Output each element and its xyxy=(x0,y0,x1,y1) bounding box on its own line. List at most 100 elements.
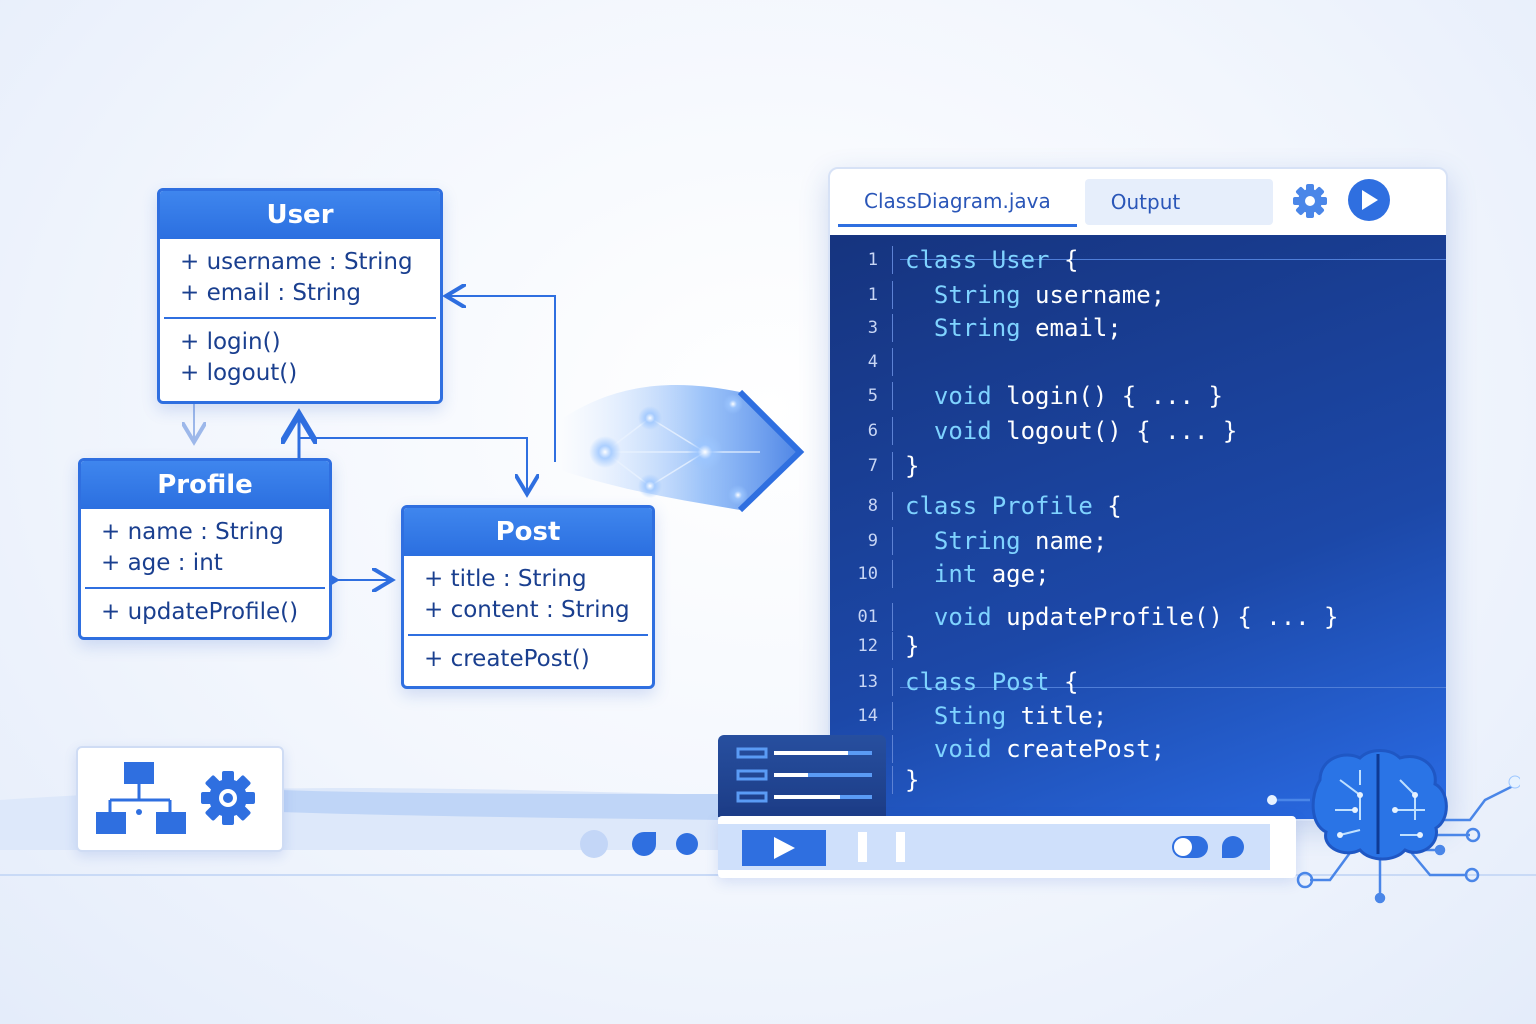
code-text: String email; xyxy=(905,314,1122,342)
run-button[interactable] xyxy=(1348,179,1390,221)
code-text: } xyxy=(905,452,919,480)
line-number: 14 xyxy=(857,706,878,726)
code-text: String name; xyxy=(905,527,1107,555)
code-keyword: void xyxy=(933,382,992,410)
code-rest: age; xyxy=(977,560,1050,588)
gutter-divider xyxy=(892,314,893,342)
line-number: 1 xyxy=(867,285,878,305)
methods-section: + login() + logout() xyxy=(164,317,436,397)
indent xyxy=(905,281,934,309)
code-line[interactable]: 3 String email; xyxy=(830,311,1122,345)
play-icon xyxy=(1362,190,1378,210)
code-line[interactable]: 01 void updateProfile() { ... } xyxy=(830,600,1338,634)
code-keyword: String xyxy=(933,314,1021,342)
code-keyword: class Profile xyxy=(905,492,1093,520)
line-number: 13 xyxy=(857,672,878,692)
code-rest: updateProfile() { ... } xyxy=(991,603,1339,631)
speech-icon[interactable] xyxy=(1222,836,1244,858)
uml-class-post[interactable]: Post + title : String + content : String… xyxy=(401,505,655,689)
method: + login() xyxy=(180,329,281,355)
code-line[interactable]: 13 class Post { xyxy=(830,665,1078,699)
attribute: + title : String xyxy=(424,566,587,592)
code-line[interactable]: } xyxy=(830,763,919,797)
gutter-divider xyxy=(892,246,893,274)
gutter-divider xyxy=(892,281,893,309)
method: + logout() xyxy=(180,360,298,386)
user-to-post-arrow xyxy=(299,437,527,494)
attributes-section: + username : String + email : String xyxy=(160,239,440,317)
code-line[interactable]: 10 int age; xyxy=(830,557,1050,591)
code-rest: name; xyxy=(1020,527,1108,555)
gutter-divider xyxy=(892,452,893,480)
code-line[interactable]: 12} xyxy=(830,629,919,663)
indent xyxy=(905,603,934,631)
code-keyword: String xyxy=(933,281,1021,309)
hierarchy-icon[interactable] xyxy=(94,760,186,838)
tab-output[interactable]: Output xyxy=(1084,179,1273,225)
code-line[interactable]: 5 void login() { ... } xyxy=(830,379,1223,413)
code-rest: } xyxy=(905,766,920,794)
diagram-toolbox xyxy=(76,746,284,852)
code-keyword: class User xyxy=(905,246,1050,274)
methods-section: + createPost() xyxy=(408,634,648,683)
line-number: 9 xyxy=(867,531,878,551)
line-number: 5 xyxy=(867,386,878,406)
tab-classdiagram-java[interactable]: ClassDiagram.java xyxy=(838,178,1077,227)
code-text: class User { xyxy=(905,246,1078,274)
line-number: 01 xyxy=(857,607,878,627)
code-line[interactable]: 9 String name; xyxy=(830,524,1107,558)
method: + createPost() xyxy=(424,646,590,672)
code-rest: logout() { ... } xyxy=(991,417,1238,445)
uml-class-profile[interactable]: Profile + name : String + age : int + up… xyxy=(78,458,332,640)
attribute: + name : String xyxy=(101,519,284,545)
code-rest: } xyxy=(905,632,920,660)
class-name: Profile xyxy=(81,461,329,509)
indicator-dot xyxy=(580,830,608,858)
gutter-divider xyxy=(892,382,893,410)
code-text: class Post { xyxy=(905,668,1078,696)
uml-class-user[interactable]: User + username : String + email : Strin… xyxy=(157,188,443,404)
line-number: 4 xyxy=(867,352,878,372)
code-line[interactable]: 4 xyxy=(830,345,905,379)
gear-icon[interactable] xyxy=(1292,183,1328,219)
gutter-divider xyxy=(892,527,893,555)
code-line[interactable]: void createPost; xyxy=(830,732,1165,766)
play-icon xyxy=(774,837,795,859)
gear-icon[interactable] xyxy=(200,770,256,826)
gutter-divider xyxy=(892,702,893,730)
indicator-dot xyxy=(632,832,656,856)
indicator-dot xyxy=(676,833,698,855)
code-line[interactable]: 7} xyxy=(830,449,919,483)
gutter-divider xyxy=(892,632,893,660)
code-rest: login() { ... } xyxy=(991,382,1223,410)
gutter-divider xyxy=(892,417,893,445)
play-button[interactable] xyxy=(742,830,826,866)
code-keyword: void xyxy=(933,735,992,763)
code-keyword: Sting xyxy=(933,702,1007,730)
pause-icon[interactable] xyxy=(858,832,905,862)
playback-bar xyxy=(718,816,1296,878)
class-name: Post xyxy=(404,508,652,556)
code-text: Sting title; xyxy=(905,702,1107,730)
code-line[interactable]: 14 Sting title; xyxy=(830,699,1107,733)
code-text: String username; xyxy=(905,281,1165,309)
code-text: } xyxy=(905,632,919,660)
toggle-icon[interactable] xyxy=(1172,836,1208,858)
code-text: void logout() { ... } xyxy=(905,417,1237,445)
code-divider xyxy=(900,259,1446,260)
gutter-divider xyxy=(892,560,893,588)
code-text: class Profile { xyxy=(905,492,1122,520)
code-line[interactable]: 6 void logout() { ... } xyxy=(830,414,1237,448)
post-to-user-arrow xyxy=(446,296,556,462)
gutter-divider xyxy=(892,668,893,696)
gutter-divider xyxy=(892,603,893,631)
code-line[interactable]: 1 String username; xyxy=(830,278,1165,312)
attribute: + email : String xyxy=(180,280,362,306)
method: + updateProfile() xyxy=(101,599,299,625)
code-text: void createPost; xyxy=(905,735,1165,763)
code-divider xyxy=(900,687,1446,688)
code-keyword: String xyxy=(933,527,1021,555)
